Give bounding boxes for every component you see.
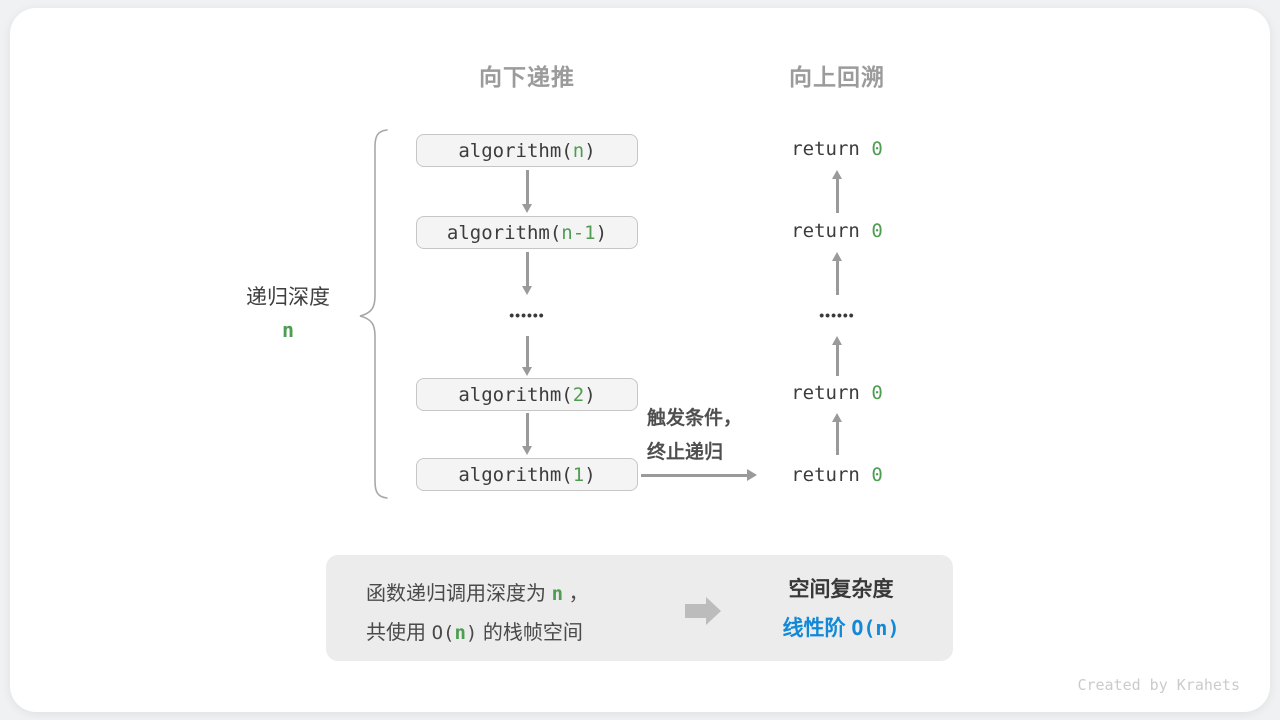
return-text: return xyxy=(791,138,872,160)
summary-n: n xyxy=(454,622,466,644)
trigger-line1: 触发条件， xyxy=(647,408,743,429)
return-statement: return 0 xyxy=(737,138,937,160)
recursion-depth-label: 递归深度 xyxy=(246,286,330,309)
call-box-algorithm-2: algorithm(2) xyxy=(416,378,638,411)
complexity-notation: O(n) xyxy=(851,616,900,640)
summary-description: 函数递归调用深度为 n ， 共使用 O(n) 的栈帧空间 xyxy=(366,575,589,653)
trigger-condition-note: 触发条件， 终止递归 xyxy=(647,402,742,470)
brace-icon xyxy=(359,129,388,499)
summary-text: 的栈帧空间 xyxy=(477,622,583,644)
arrow-up-icon xyxy=(831,336,843,376)
summary-big-o: ) xyxy=(465,622,478,644)
header-upward-backtracking: 向上回溯 xyxy=(789,64,885,90)
recursion-depth-value: n xyxy=(281,318,295,342)
return-text: return xyxy=(791,220,872,242)
call-arg: n xyxy=(572,139,585,162)
return-value: 0 xyxy=(871,220,883,242)
summary-text: 共使用 xyxy=(366,622,432,644)
ellipsis-left: •••••• xyxy=(509,307,545,323)
implies-arrow-icon xyxy=(685,597,721,625)
arrow-up-icon xyxy=(831,252,843,295)
call-arg: 1 xyxy=(572,463,585,486)
return-value: 0 xyxy=(871,138,883,160)
return-statement: return 0 xyxy=(737,382,937,404)
arrow-down-icon xyxy=(521,170,533,213)
call-box-algorithm-1: algorithm(1) xyxy=(416,458,638,491)
credit-text: Created by Krahets xyxy=(1077,676,1240,694)
arrow-right-icon xyxy=(641,469,757,481)
summary-n: n xyxy=(551,583,564,605)
call-text: algorithm( xyxy=(458,383,573,406)
complexity-order: 线性阶 xyxy=(782,617,852,640)
return-text: return xyxy=(791,464,872,486)
return-text: return xyxy=(791,382,872,404)
arrow-down-icon xyxy=(521,413,533,455)
call-text: ) xyxy=(584,139,596,162)
summary-line1: 函数递归调用深度为 n ， xyxy=(366,575,589,614)
summary-text: 函数递归调用深度为 xyxy=(366,583,552,605)
summary-text: ， xyxy=(563,583,589,605)
summary-panel: 函数递归调用深度为 n ， 共使用 O(n) 的栈帧空间 空间复杂度 线性阶 O… xyxy=(326,555,953,661)
call-text: algorithm( xyxy=(458,463,573,486)
call-text: algorithm( xyxy=(446,221,562,244)
call-text: ) xyxy=(595,221,608,244)
arrow-up-icon xyxy=(831,413,843,455)
call-box-algorithm-n: algorithm(n) xyxy=(416,134,638,167)
call-text: algorithm( xyxy=(458,139,573,162)
trigger-line2: 终止递归 xyxy=(647,442,724,463)
return-statement: return 0 xyxy=(737,464,937,486)
call-arg: 2 xyxy=(572,383,585,406)
space-complexity-title: 空间复杂度 xyxy=(788,578,894,601)
summary-line2: 共使用 O(n) 的栈帧空间 xyxy=(366,614,589,653)
header-downward-recursion: 向下递推 xyxy=(479,64,575,90)
call-text: ) xyxy=(584,383,596,406)
space-complexity-value: 线性阶 O(n) xyxy=(741,612,941,642)
summary-big-o: O( xyxy=(431,622,455,644)
arrow-up-icon xyxy=(831,170,843,213)
call-arg: n-1 xyxy=(561,221,596,244)
arrow-down-icon xyxy=(521,336,533,376)
return-value: 0 xyxy=(871,464,883,486)
return-statement: return 0 xyxy=(737,220,937,242)
return-value: 0 xyxy=(871,382,883,404)
arrow-down-icon xyxy=(521,252,533,295)
call-text: ) xyxy=(584,463,596,486)
ellipsis-right: •••••• xyxy=(819,307,855,323)
call-box-algorithm-n-1: algorithm(n-1) xyxy=(416,216,638,249)
